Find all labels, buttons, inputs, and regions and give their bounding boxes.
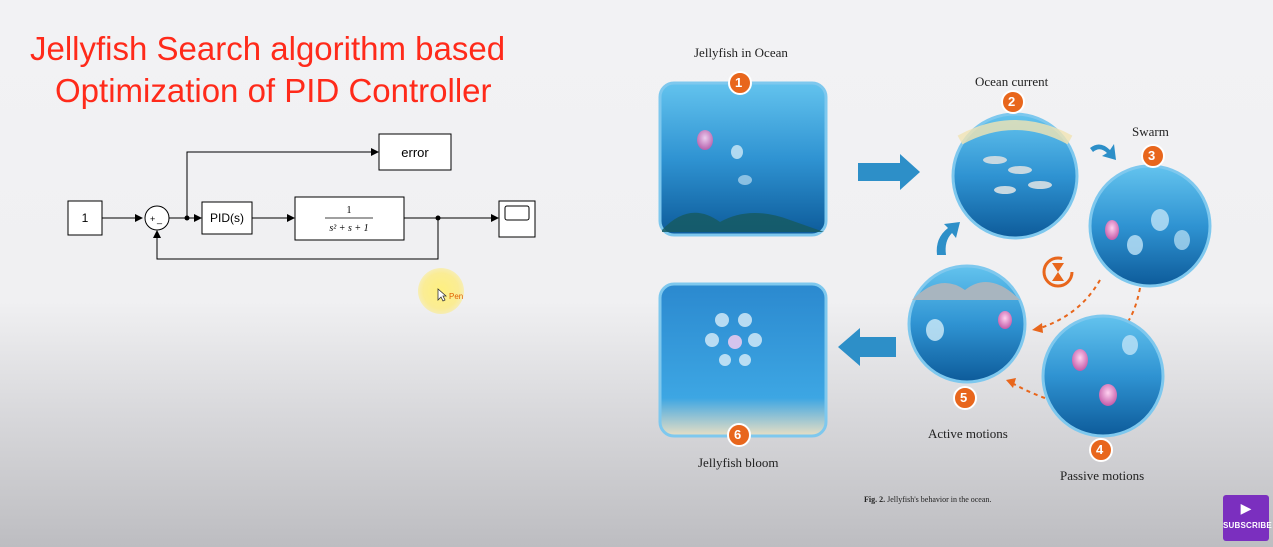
pid-block-diagram: 1 + _ error PID(s) 1 s² + s + 1 [67, 133, 536, 260]
label-jellyfish-in-ocean: Jellyfish in Ocean [694, 45, 788, 60]
pen-label: Pen [449, 292, 464, 301]
figure-caption: Fig. 2. Jellyfish's behavior in the ocea… [864, 495, 991, 504]
tf-denominator: s² + s + 1 [329, 223, 368, 234]
label-ocean-current: Ocean current [975, 74, 1049, 89]
dashed-arrow-4-to-5 [1011, 382, 1046, 399]
badge-4 [1089, 438, 1113, 462]
title-line-1: Jellyfish Search algorithm based [30, 30, 506, 67]
badge-5 [953, 386, 977, 410]
flow-arrow-curve [1090, 144, 1116, 160]
badge-3-number: 3 [1148, 148, 1156, 163]
flow-arrow-up [936, 222, 960, 255]
play-icon: ▶ [1240, 500, 1252, 516]
pen-highlight [418, 268, 464, 314]
label-jellyfish-bloom: Jellyfish bloom [698, 455, 779, 470]
slide-title: Jellyfish Search algorithm based Optimiz… [30, 28, 590, 112]
badge-4-number: 4 [1096, 442, 1104, 457]
title-line-2: Optimization of PID Controller [55, 72, 492, 109]
pid-label: PID(s) [210, 211, 244, 225]
caption-text: Jellyfish's behavior in the ocean. [885, 495, 992, 504]
label-swarm: Swarm [1132, 124, 1169, 139]
panel-jellyfish-in-ocean [658, 81, 828, 237]
scope-screen-icon [504, 205, 530, 221]
subscribe-label: SUBSCRIBE [1223, 521, 1272, 530]
pid-block[interactable] [201, 201, 253, 235]
sum-minus: _ [156, 214, 163, 224]
badge-2 [1001, 90, 1025, 114]
transfer-function-block[interactable] [294, 196, 405, 241]
badge-6-number: 6 [734, 427, 742, 442]
sum-plus: + [150, 214, 155, 224]
panel-passive-motions [1041, 314, 1165, 438]
hourglass-cycle-icon [1042, 256, 1074, 288]
badge-5-number: 5 [960, 390, 968, 405]
caption-fig-number: Fig. 2. [864, 495, 886, 504]
badge-2-number: 2 [1008, 94, 1016, 109]
badge-1-number: 1 [735, 75, 743, 90]
label-passive-motions: Passive motions [1060, 468, 1145, 483]
flow-arrow-left [838, 328, 896, 366]
flow-arrow-right [858, 154, 920, 190]
error-block[interactable] [378, 133, 452, 171]
subscribe-button[interactable]: ▶ SUBSCRIBE [1223, 495, 1272, 541]
constant-value: 1 [82, 211, 89, 225]
panel-ocean-current [951, 112, 1079, 240]
pointer-icon [437, 288, 447, 302]
badge-1 [728, 71, 752, 95]
badge-3 [1141, 144, 1165, 168]
label-active-motions: Active motions [928, 426, 1008, 441]
badge-6 [727, 423, 751, 447]
constant-block[interactable] [67, 200, 103, 236]
error-label: error [401, 145, 429, 160]
tf-numerator: 1 [347, 205, 352, 216]
